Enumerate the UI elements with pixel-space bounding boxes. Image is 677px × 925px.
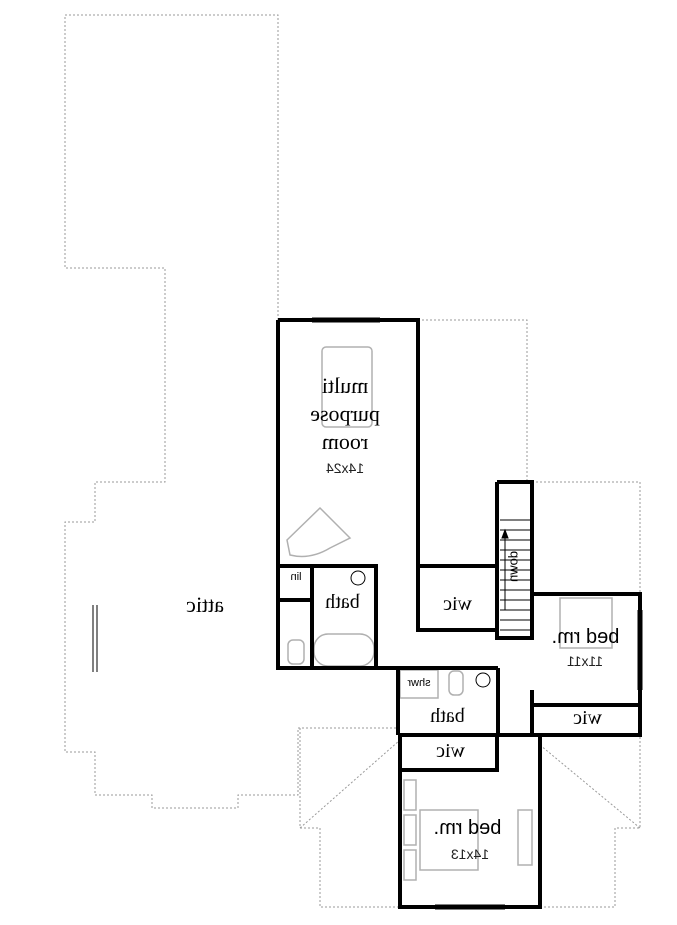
attic-outline	[64, 14, 641, 908]
windows	[92, 317, 643, 910]
linen-label: lin	[290, 571, 302, 583]
table-fixture	[321, 346, 373, 428]
toilet-fixture	[287, 639, 305, 665]
tub-fixture	[313, 633, 375, 667]
shower-label: shwr	[407, 677, 431, 689]
bedroom-right-label: bed rm.	[551, 626, 620, 648]
bath-left-label: bath	[325, 591, 360, 613]
stair-treads	[500, 519, 530, 631]
wic-right-label: wic	[573, 707, 602, 729]
fixtures	[286, 346, 613, 881]
toilet-fixture-2	[448, 670, 464, 696]
multi-purpose-label-1: multi	[321, 373, 369, 398]
multi-purpose-size: 14x24	[325, 460, 365, 476]
multi-purpose-label-2: purpose	[310, 401, 380, 426]
sinks	[350, 570, 491, 688]
bedroom-bottom-label: bed rm.	[433, 817, 502, 839]
piano-fixture	[286, 506, 352, 558]
bath-center-label: bath	[430, 705, 465, 727]
walls	[276, 318, 642, 909]
wic-center-label: wic	[443, 593, 472, 615]
bed-fixture-2	[419, 809, 479, 871]
bedroom-bottom-size: 14x13	[450, 846, 490, 862]
bedroom-right-size: 11x11	[566, 653, 604, 669]
wic-bottom-label: wic	[436, 740, 465, 762]
multi-purpose-label-3: room	[321, 429, 369, 454]
stairs-down-label: down	[505, 550, 521, 583]
bed-fixture	[559, 597, 613, 649]
attic-label: attic	[186, 592, 224, 617]
